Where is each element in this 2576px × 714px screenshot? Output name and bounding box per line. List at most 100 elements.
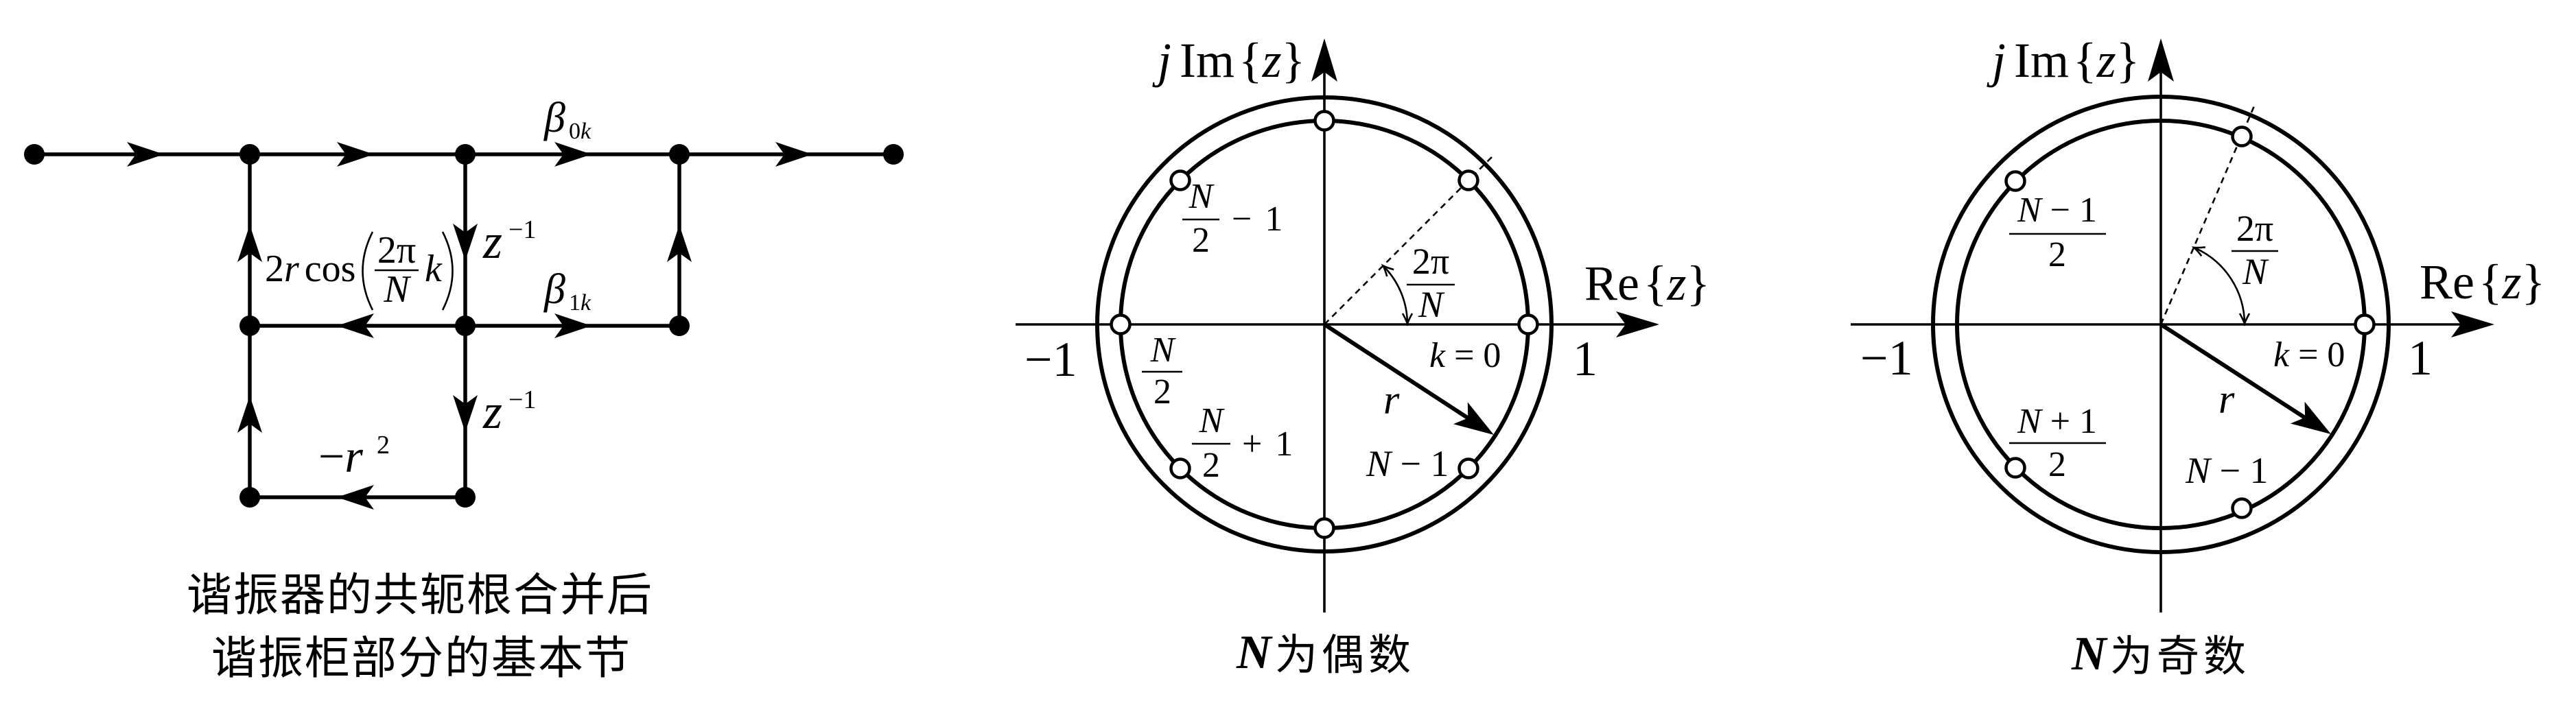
zero-marker	[2231, 126, 2253, 147]
k0-label: k = 0	[2273, 335, 2345, 374]
half-num: N	[1150, 331, 1177, 370]
nm1-half-num: N − 1	[2017, 191, 2097, 230]
radius-label: r	[2218, 377, 2235, 422]
graph-node	[455, 316, 476, 336]
half-minus-1-rest: − 1	[1232, 200, 1283, 239]
label-open-brace: {	[2479, 254, 2503, 309]
k0-rest: = 0	[2289, 335, 2345, 374]
zero-marker	[1110, 313, 1132, 335]
radius-vector	[2159, 322, 2306, 420]
zero-marker	[1169, 169, 1191, 191]
graph-node	[669, 316, 690, 336]
np1-half-num: N + 1	[2017, 402, 2097, 441]
coef-frac-den: N	[383, 268, 411, 311]
delay-upper-var: z	[482, 214, 502, 269]
beta1-sub-digit: 1	[569, 290, 581, 316]
graph-node	[669, 144, 690, 165]
caption-text: 为偶数	[1275, 630, 1415, 680]
beta0-sub-digit: 0	[569, 119, 581, 144]
num-var: N	[2017, 402, 2044, 441]
caption-line-2: 谐振柜部分的基本节	[211, 632, 631, 685]
k0-label: k = 0	[1429, 336, 1501, 375]
zero-marker	[2004, 170, 2026, 192]
np1-half-den: 2	[2048, 445, 2066, 484]
angle-arc	[2193, 246, 2246, 325]
beta1-symbol: β	[543, 266, 565, 313]
angle-arc	[1382, 265, 1409, 325]
label-close-brace: }	[2116, 33, 2140, 88]
half-plus-1-num: N	[1199, 401, 1226, 440]
zero-marker	[2354, 313, 2376, 335]
real-axis-label: Re{z}	[2420, 254, 2545, 309]
delay-lower-var: z	[482, 384, 502, 439]
angle-frac-den: N	[2242, 251, 2269, 292]
label-close-brace: }	[2522, 254, 2546, 309]
tick-neg-one: −1	[1860, 331, 1913, 385]
label-im: Im	[2014, 33, 2069, 88]
beta0-symbol: β	[543, 95, 565, 141]
coef-cos: cos	[305, 248, 356, 290]
coef-r: r	[284, 248, 299, 290]
tick-pos-one: 1	[2408, 331, 2433, 385]
caption-line-1: 谐振器的共轭根合并后	[187, 569, 653, 621]
r2-var: r	[344, 430, 363, 482]
left-paren	[362, 231, 374, 311]
n-rest: − 1	[1391, 443, 1449, 484]
label-open-brace: {	[1643, 256, 1667, 311]
r2-exp: 2	[377, 431, 390, 460]
half-plus-1-rest: + 1	[1242, 425, 1293, 464]
r2-sign: −	[318, 430, 344, 482]
label-open-brace: {	[2073, 33, 2097, 88]
half-den: 2	[1154, 372, 1171, 412]
zero-marker	[1313, 110, 1335, 132]
label-close-brace: }	[1282, 33, 1306, 88]
k0-rest: = 0	[1445, 336, 1501, 375]
zero-marker	[1457, 457, 1479, 479]
right-paren	[441, 231, 454, 311]
label-z: z	[2096, 33, 2116, 88]
label-z: z	[2502, 254, 2522, 309]
k0-var: k	[2273, 335, 2290, 374]
delay-upper-exp: −1	[508, 215, 536, 244]
graph-node	[239, 316, 260, 336]
coef-frac-num: 2π	[377, 229, 416, 272]
input-node	[24, 144, 45, 165]
n-minus-1-label: N − 1	[1366, 443, 1449, 484]
label-re: Re	[1584, 256, 1639, 311]
graph-node	[455, 144, 476, 165]
angle-frac-num: 2π	[1412, 241, 1449, 282]
n-var: N	[1366, 443, 1393, 484]
graph-node	[455, 487, 476, 508]
graph-node	[239, 144, 260, 165]
angle-frac-num: 2π	[2236, 208, 2273, 249]
zero-marker	[1517, 313, 1539, 335]
coef-k: k	[425, 248, 443, 290]
angle-frac-den: N	[1418, 284, 1445, 325]
feedback-r2: −r	[318, 430, 363, 482]
output-node	[883, 144, 904, 165]
half-minus-1-den: 2	[1192, 221, 1210, 260]
label-z: z	[1262, 33, 1282, 88]
zero-marker	[1457, 169, 1479, 191]
beta1-sub-var: k	[581, 290, 592, 316]
label-open-brace: {	[1239, 33, 1263, 88]
coef-two: 2	[265, 248, 284, 290]
tick-pos-one: 1	[1573, 331, 1597, 386]
zero-marker	[1313, 517, 1335, 539]
beta0-subscript: 0k	[569, 119, 592, 144]
label-z: z	[1667, 256, 1687, 311]
label-im: Im	[1180, 33, 1234, 88]
n-minus-1-label: N − 1	[2185, 450, 2269, 491]
n-var: N	[2185, 450, 2212, 491]
radius-vector	[1323, 322, 1470, 420]
nm1-half-den: 2	[2048, 235, 2066, 274]
caption-var: N	[2071, 628, 2108, 680]
label-re: Re	[2420, 254, 2474, 309]
